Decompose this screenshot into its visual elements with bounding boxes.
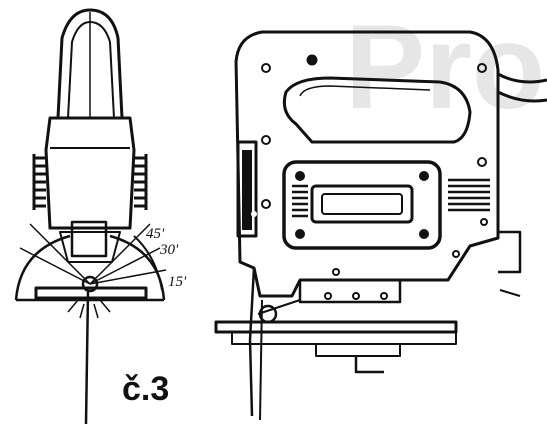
side-view <box>214 30 547 421</box>
watermark-text: Pro <box>345 0 545 134</box>
front-vent-right <box>134 154 148 210</box>
angle-label-45: 45' <box>146 226 165 242</box>
angle-label-30: 30' <box>159 242 179 258</box>
side-blade <box>248 267 256 417</box>
side-vents <box>448 178 490 212</box>
front-mechanism <box>70 220 108 258</box>
side-handle-opening <box>282 76 472 144</box>
cut-marks <box>67 299 111 319</box>
front-body <box>44 116 136 230</box>
side-front-lever <box>236 140 258 238</box>
figure-label: č.3 <box>122 370 169 408</box>
angle-label-15: 15' <box>168 274 187 290</box>
side-motor-panel <box>282 160 442 250</box>
front-vent-left <box>32 154 46 210</box>
front-view <box>14 8 167 425</box>
front-handle <box>56 8 124 119</box>
bevel-lines <box>19 223 167 285</box>
side-gearbox <box>298 280 402 304</box>
power-cable <box>497 72 547 84</box>
front-shoe <box>34 286 148 300</box>
front-blade <box>84 291 90 425</box>
blade-clamp <box>81 275 99 293</box>
